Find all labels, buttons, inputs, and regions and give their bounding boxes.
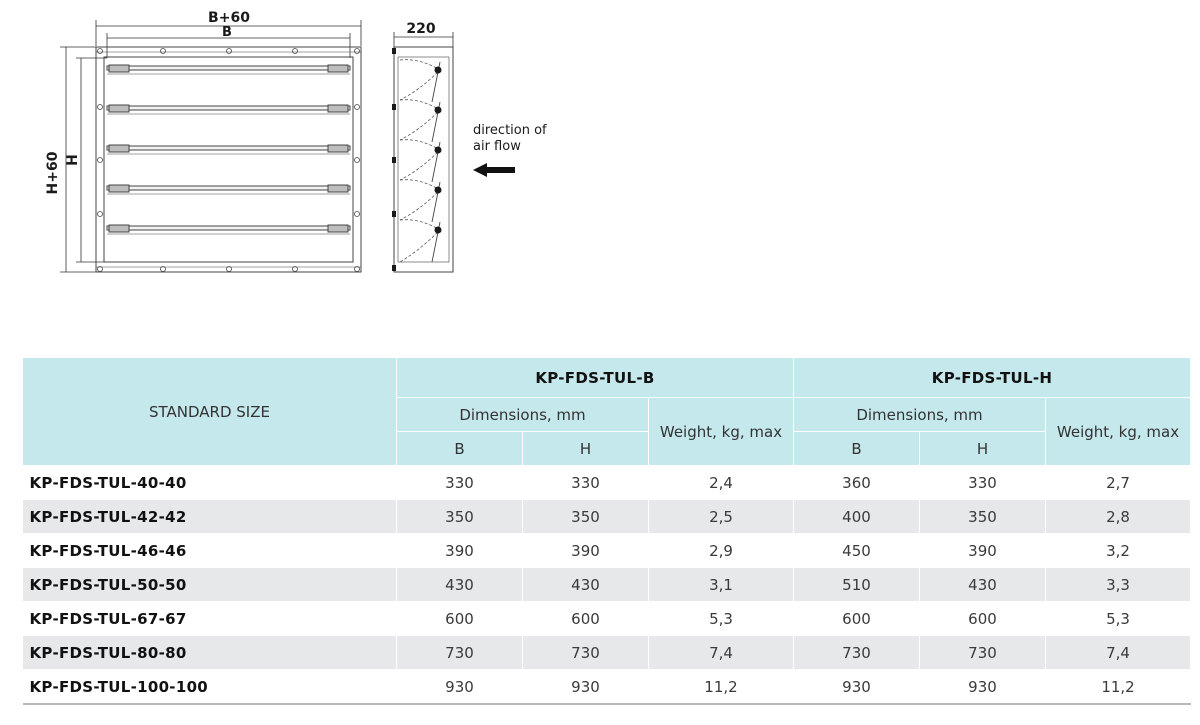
dimension-h60: H+60: [45, 46, 96, 273]
model-b-h-cell: 430: [522, 567, 649, 602]
airflow-label-line2: air flow: [473, 139, 521, 154]
model-b-h-cell: 730: [522, 635, 649, 670]
model-h-h-cell: 730: [919, 635, 1046, 670]
model-b-col-h: H: [522, 431, 649, 466]
model-b-b-cell: 390: [396, 533, 523, 568]
model-b-h-cell: 350: [522, 499, 649, 534]
arrow-left-icon: [473, 163, 515, 177]
model-b-weight-cell: 2,9: [648, 533, 794, 568]
model-b-weight-header: Weight, kg, max: [648, 397, 794, 466]
model-h-weight-cell: 11,2: [1045, 669, 1192, 705]
size-name-cell: KP-FDS-TUL-50-50: [22, 567, 397, 602]
model-h-h-cell: 330: [919, 465, 1046, 500]
model-h-b-cell: 450: [793, 533, 920, 568]
side-view: [392, 46, 454, 273]
size-name-cell: KP-FDS-TUL-40-40: [22, 465, 397, 500]
size-name-cell: KP-FDS-TUL-42-42: [22, 499, 397, 534]
dimension-h60-label: H+60: [45, 151, 61, 194]
size-name-cell: KP-FDS-TUL-46-46: [22, 533, 397, 568]
front-view: [95, 46, 362, 273]
model-b-weight-cell: 3,1: [648, 567, 794, 602]
model-b-b-cell: 730: [396, 635, 523, 670]
model-h-b-cell: 400: [793, 499, 920, 534]
model-h-dimensions-header: Dimensions, mm: [793, 397, 1046, 432]
damper-technical-drawing: B+60 B H+60 H: [45, 10, 547, 273]
model-b-h-cell: 600: [522, 601, 649, 636]
size-name-cell: KP-FDS-TUL-100-100: [22, 669, 397, 705]
dimension-b-label: B: [222, 25, 232, 40]
model-h-b-cell: 730: [793, 635, 920, 670]
airflow-label-line1: direction of: [473, 123, 547, 138]
model-h-h-cell: 390: [919, 533, 1046, 568]
dimension-h-label: H: [65, 154, 81, 166]
model-b-weight-cell: 2,5: [648, 499, 794, 534]
model-h-h-cell: 930: [919, 669, 1046, 705]
model-h-col-b: B: [793, 431, 920, 466]
model-b-weight-cell: 7,4: [648, 635, 794, 670]
dimension-b60-label: B+60: [208, 10, 250, 26]
model-h-b-cell: 930: [793, 669, 920, 705]
model-h-col-h: H: [919, 431, 1046, 466]
model-h-b-cell: 510: [793, 567, 920, 602]
size-name-cell: KP-FDS-TUL-67-67: [22, 601, 397, 636]
model-h-h-cell: 600: [919, 601, 1046, 636]
model-h-header: KP-FDS-TUL-H: [792, 357, 1192, 398]
model-b-weight-cell: 5,3: [648, 601, 794, 636]
model-h-h-cell: 350: [919, 499, 1046, 534]
dimension-depth-label: 220: [406, 21, 435, 37]
standard-size-header: STANDARD SIZE: [22, 357, 397, 466]
specification-table: STANDARD SIZE KP-FDS-TUL-B KP-FDS-TUL-H …: [22, 357, 1192, 705]
model-h-b-cell: 360: [793, 465, 920, 500]
model-h-weight-cell: 7,4: [1045, 635, 1192, 670]
dimension-b: B: [106, 25, 351, 58]
dimension-h: H: [65, 57, 107, 263]
model-b-b-cell: 430: [396, 567, 523, 602]
model-b-h-cell: 330: [522, 465, 649, 500]
size-name-cell: KP-FDS-TUL-80-80: [22, 635, 397, 670]
model-b-weight-cell: 2,4: [648, 465, 794, 500]
model-b-h-cell: 930: [522, 669, 649, 705]
model-b-b-cell: 600: [396, 601, 523, 636]
model-b-weight-cell: 11,2: [648, 669, 794, 705]
model-h-weight-cell: 3,3: [1045, 567, 1192, 602]
model-b-header: KP-FDS-TUL-B: [396, 357, 794, 398]
model-h-weight-cell: 5,3: [1045, 601, 1192, 636]
model-h-weight-header: Weight, kg, max: [1044, 397, 1192, 466]
dimension-b60: B+60: [95, 10, 362, 46]
model-b-col-b: B: [396, 431, 523, 466]
model-h-b-cell: 600: [793, 601, 920, 636]
model-h-weight-cell: 2,7: [1045, 465, 1192, 500]
model-b-b-cell: 930: [396, 669, 523, 705]
model-b-b-cell: 330: [396, 465, 523, 500]
model-h-weight-cell: 3,2: [1045, 533, 1192, 568]
model-b-h-cell: 390: [522, 533, 649, 568]
model-h-h-cell: 430: [919, 567, 1046, 602]
model-b-b-cell: 350: [396, 499, 523, 534]
model-h-weight-cell: 2,8: [1045, 499, 1192, 534]
model-b-dimensions-header: Dimensions, mm: [396, 397, 649, 432]
